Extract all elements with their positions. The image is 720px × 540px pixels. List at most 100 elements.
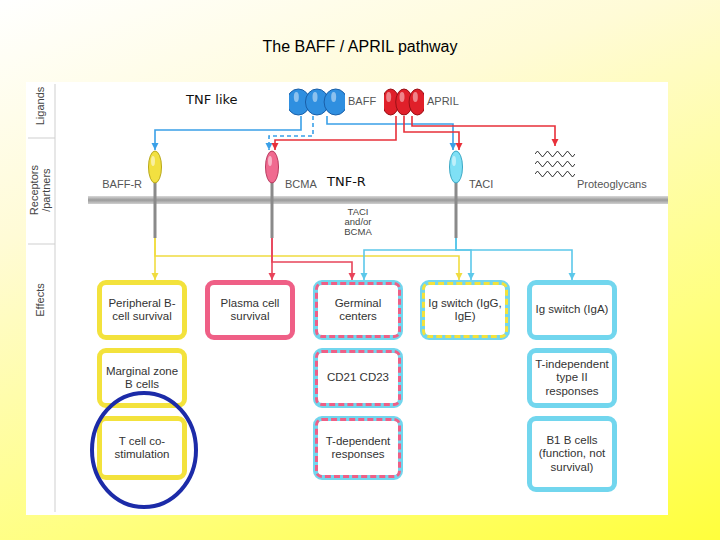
receptor-shape [449, 150, 463, 238]
receptor-stalk [455, 182, 458, 238]
arrow-head [361, 273, 368, 280]
axis-label: Effects [34, 270, 46, 330]
connector [266, 116, 314, 150]
connector [456, 238, 475, 280]
arrow-head [152, 143, 159, 150]
connector [272, 116, 397, 150]
receptor-highlight [452, 156, 456, 166]
section-divider [28, 138, 55, 139]
receptor-node: TACI [449, 150, 463, 238]
axis-label: Receptors /partners [28, 145, 52, 235]
node-label: BCMA [285, 178, 317, 190]
receptor-node: BAFF-R [148, 150, 162, 238]
receptor-head [450, 151, 463, 183]
effect-text: Plasma cell survival [212, 297, 288, 323]
connector-line [404, 116, 459, 150]
effect-text: T-independent type II responses [534, 358, 610, 398]
connector [269, 238, 276, 280]
ligand-highlight [413, 92, 418, 102]
receptor-highlight [151, 156, 155, 166]
effect-text: Peripheral B-cell survival [104, 297, 180, 323]
ligand-node: BAFF [289, 88, 345, 116]
effect-box: Marginal zone B cells [97, 348, 187, 408]
connector-line [412, 116, 555, 146]
ligand-highlight [331, 92, 336, 102]
connector-line [155, 238, 459, 280]
connector [155, 238, 463, 280]
effect-box: T cell co-stimulation [97, 416, 187, 480]
ligand-highlight [313, 92, 318, 102]
glycan-chain [535, 171, 575, 177]
arrow-head [266, 143, 273, 150]
node-label: Proteoglycans [577, 178, 647, 190]
glycan-chain [535, 151, 575, 157]
connector-line [154, 238, 156, 280]
effect-text: CD21 CD23 [327, 371, 389, 384]
axis-strip-line [55, 84, 56, 512]
connector [152, 116, 302, 150]
connector-line [364, 238, 456, 280]
ligand-highlight [400, 92, 405, 102]
receptor-node: BCMA [265, 150, 279, 238]
ligand-trimer [289, 88, 345, 116]
ligand-highlight [386, 92, 391, 102]
effect-text: Ig switch (IgA) [536, 303, 609, 316]
receptor-shape [148, 150, 162, 238]
effect-text: Ig switch (IgG, IgE) [427, 297, 503, 323]
arrow-head [569, 273, 576, 280]
connector-line [269, 116, 313, 150]
arrow-head [552, 139, 559, 146]
axis-label: Ligands [34, 76, 46, 136]
connector [152, 238, 159, 280]
connector-line [327, 116, 453, 150]
connector [456, 238, 576, 280]
connector [272, 238, 356, 280]
section-divider [28, 244, 55, 245]
effect-box: T-dependent responses [313, 416, 403, 480]
connector [412, 116, 559, 146]
annotation-label: TNF-R [327, 174, 387, 189]
receptor-stalk [154, 182, 157, 238]
effect-box: Germinal centers [313, 280, 403, 340]
connector [404, 116, 463, 150]
node-label: TACI [469, 178, 493, 190]
effect-box: Plasma cell survival [205, 280, 295, 340]
ligand-node: APRIL [384, 88, 424, 116]
connector-line [271, 238, 273, 280]
receptor-head [266, 151, 279, 183]
effect-text: T-dependent responses [320, 435, 396, 461]
cell-membrane [88, 196, 668, 204]
annotation-label: TACI and/or BCMA [334, 207, 382, 237]
receptor-stalk [271, 182, 274, 238]
ligand-highlight [294, 92, 299, 102]
receptor-head [149, 151, 162, 183]
slide-title: The BAFF / APRIL pathway [0, 38, 720, 56]
connector-line [456, 238, 572, 280]
effect-box: Ig switch (IgA) [527, 280, 617, 340]
effect-text: B1 B cells (function, not survival) [534, 434, 610, 474]
effect-box: B1 B cells (function, not survival) [527, 416, 617, 492]
glycan-chain [535, 161, 575, 167]
connector [327, 116, 457, 150]
ligand-subunit [409, 89, 424, 115]
node-label: APRIL [427, 95, 459, 107]
arrow-head [456, 143, 463, 150]
node-label: BAFF [348, 95, 376, 107]
effect-text: T cell co-stimulation [104, 435, 180, 461]
effect-text: Germinal centers [320, 297, 396, 323]
arrow-head [272, 143, 279, 150]
effect-text: Marginal zone B cells [104, 365, 180, 391]
connector-line [275, 116, 396, 150]
effect-box: CD21 CD23 [313, 348, 403, 408]
arrow-head [456, 273, 463, 280]
connector [361, 238, 457, 280]
arrow-head [468, 273, 475, 280]
node-label: BAFF-R [102, 178, 142, 190]
arrow-head [269, 273, 276, 280]
connector-line [155, 116, 301, 150]
proteoglycan-shape [535, 146, 575, 182]
effect-box: Peripheral B-cell survival [97, 280, 187, 340]
ligand-subunit [324, 89, 345, 115]
